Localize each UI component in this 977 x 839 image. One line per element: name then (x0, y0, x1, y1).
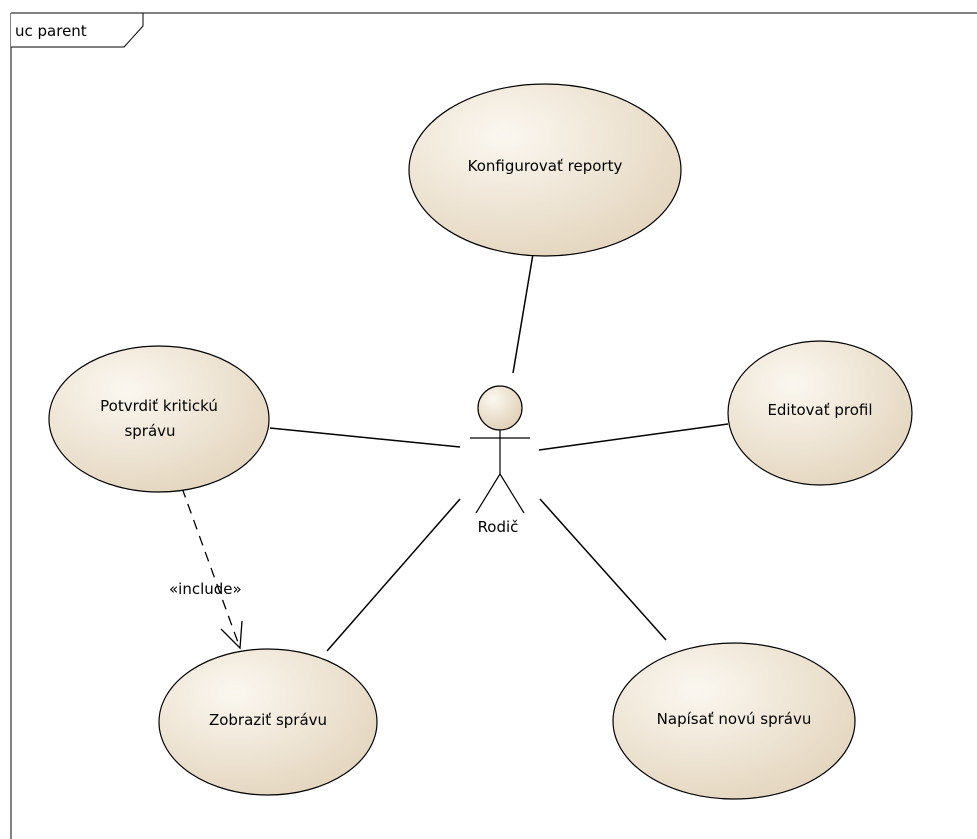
associations (269, 253, 729, 652)
association-write-message (539, 498, 667, 641)
use-case-label: Napísať novú správu (657, 710, 812, 728)
association-configure-reports (512, 253, 534, 374)
diagram-frame: uc parent (10, 12, 977, 839)
use-case-edit-profile[interactable]: Editovať profil (727, 340, 913, 486)
include-arrowhead (220, 620, 243, 650)
use-case-label: Konfigurovať reporty (468, 157, 623, 175)
association-edit-profile (538, 423, 729, 451)
use-case-label-line2: správu (124, 422, 175, 440)
frame-tab (11, 12, 144, 48)
association-show-message (326, 498, 461, 652)
include-dependency: «include» (169, 487, 243, 650)
use-case-label-line1: Potvrdiť kritickú (100, 397, 218, 415)
include-label: «include» (169, 580, 242, 598)
use-case-show-message[interactable]: Zobraziť správu (158, 648, 378, 796)
use-case-configure-reports[interactable]: Konfigurovať reporty (408, 83, 682, 257)
actor-right-leg (499, 473, 525, 514)
actor-left-leg (475, 473, 501, 514)
use-case-write-new-message[interactable]: Napísať novú správu (612, 642, 856, 800)
frame-label: uc parent (15, 22, 87, 40)
use-case-label: Zobraziť správu (209, 711, 327, 729)
actor-parent[interactable]: Rodič (470, 385, 530, 536)
actor-head (477, 385, 523, 431)
use-case-confirm-critical-message[interactable]: Potvrdiť kritickú správu (48, 345, 270, 493)
use-case-label: Editovať profil (767, 401, 872, 419)
association-confirm-critical (269, 427, 461, 448)
actor-name: Rodič (478, 518, 519, 536)
